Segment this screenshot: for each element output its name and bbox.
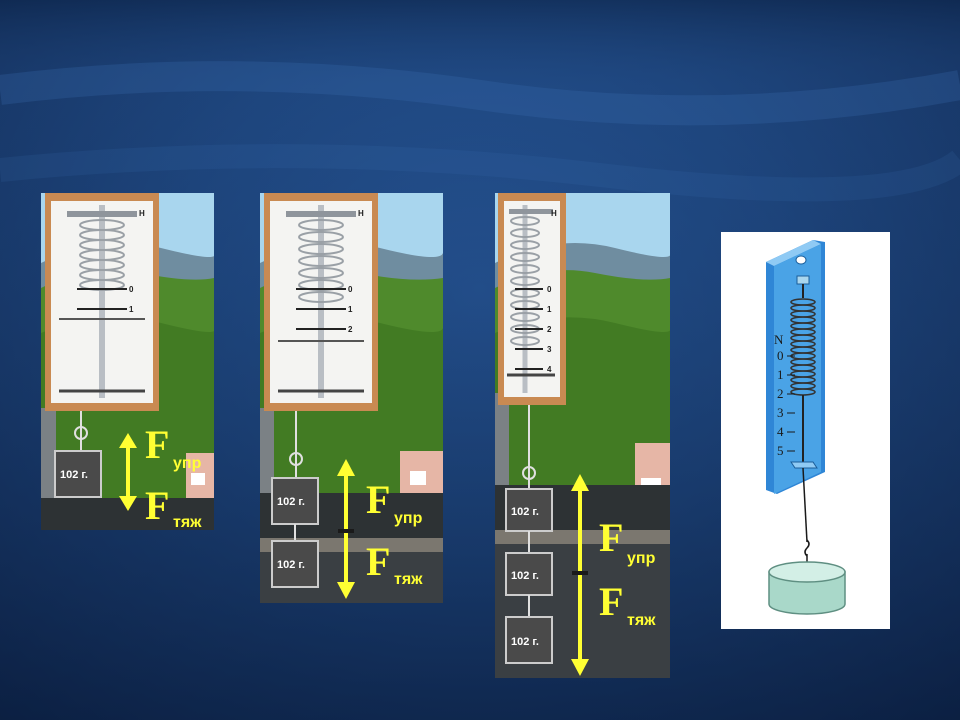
scale-tick-1: 1 bbox=[547, 305, 552, 314]
force-gravity-symbol: F bbox=[366, 539, 390, 584]
scale-tick-0: 0 bbox=[129, 285, 134, 294]
scale-tick-3: 3 bbox=[547, 345, 552, 354]
scale-top-label: H bbox=[551, 209, 557, 218]
experiment-panel-1: H 0 1 102 г. F упр F тяж bbox=[41, 193, 214, 530]
experiment-illustration-3: H 0 1 2 3 4 102 г. 102 г. 102 г. F упр F… bbox=[495, 193, 670, 678]
force-elastic-subscript: упр bbox=[394, 510, 423, 527]
cylinder-weight bbox=[768, 571, 846, 615]
force-gravity-subscript: тяж bbox=[394, 571, 423, 588]
force-elastic-subscript: упр bbox=[173, 455, 202, 472]
force-elastic-subscript: упр bbox=[627, 550, 656, 567]
dynamometer-unit: N bbox=[774, 332, 784, 347]
weight-2 bbox=[271, 540, 319, 588]
dynamometer-tick-2: 2 bbox=[777, 386, 784, 401]
experiment-panel-2: H 0 1 2 102 г. 102 г. F упр F тяж bbox=[260, 193, 443, 603]
scale-tick-2: 2 bbox=[547, 325, 552, 334]
force-gravity-symbol: F bbox=[145, 483, 169, 528]
experiment-panel-3: H 0 1 2 3 4 102 г. 102 г. 102 г. F упр F… bbox=[495, 193, 670, 678]
dynamometer-tick-3: 3 bbox=[777, 405, 784, 420]
weight-label: 102 г. bbox=[277, 496, 305, 508]
scale-top-label: H bbox=[139, 209, 145, 218]
force-gravity-subscript: тяж bbox=[627, 612, 656, 629]
dynamometer-illustration: N 0 1 2 3 4 5 bbox=[766, 240, 846, 615]
scale-tick-2: 2 bbox=[348, 325, 353, 334]
scale-tick-1: 1 bbox=[129, 305, 134, 314]
dynamometer-panel: N 0 1 2 3 4 5 bbox=[721, 232, 890, 629]
weight-label: 102 г. bbox=[511, 570, 539, 582]
dynamometer-tick-1: 1 bbox=[777, 367, 784, 382]
weight-label: 102 г. bbox=[60, 469, 88, 481]
force-elastic-symbol: F bbox=[599, 515, 623, 560]
experiment-illustration-1: H 0 1 102 г. F упр F тяж bbox=[41, 193, 214, 530]
experiment-illustration-2: H 0 1 2 102 г. 102 г. F упр F тяж bbox=[260, 193, 443, 603]
weight-label: 102 г. bbox=[277, 559, 305, 571]
scale-tick-1: 1 bbox=[348, 305, 353, 314]
weight-label: 102 г. bbox=[511, 506, 539, 518]
dynamometer-tick-0: 0 bbox=[777, 348, 784, 363]
scale-tick-0: 0 bbox=[348, 285, 353, 294]
scale-top-label: H bbox=[358, 209, 364, 218]
weight-label: 102 г. bbox=[511, 636, 539, 648]
force-gravity-subscript: тяж bbox=[173, 514, 202, 530]
scale-tick-4: 4 bbox=[547, 365, 552, 374]
weight-1 bbox=[54, 450, 102, 498]
weight-3 bbox=[505, 616, 553, 664]
dynamometer-tick-4: 4 bbox=[777, 424, 784, 439]
force-elastic-symbol: F bbox=[366, 477, 390, 522]
dynamometer-tick-5: 5 bbox=[777, 443, 784, 458]
force-gravity-symbol: F bbox=[599, 579, 623, 624]
force-elastic-symbol: F bbox=[145, 422, 169, 467]
scale-tick-0: 0 bbox=[547, 285, 552, 294]
